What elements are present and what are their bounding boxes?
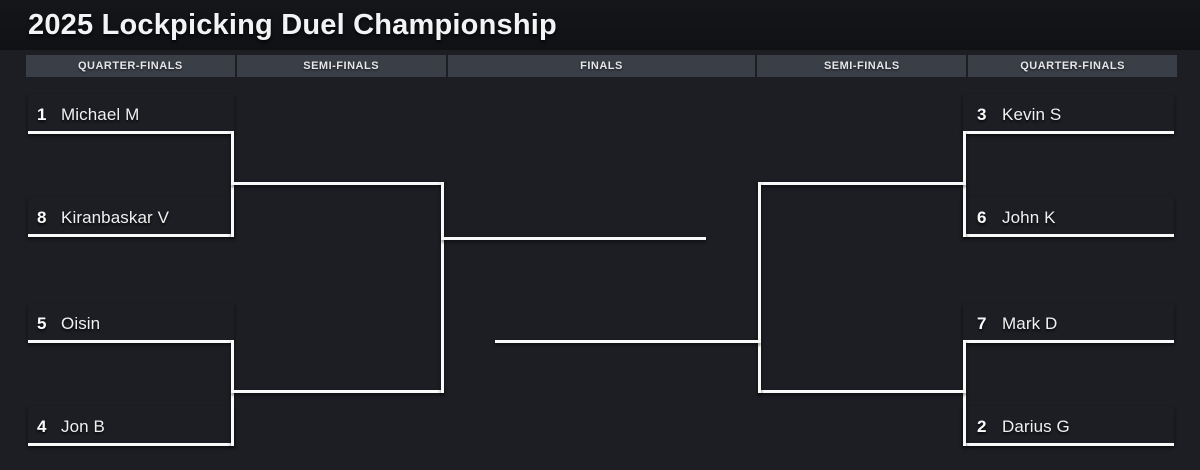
player-slot-jon-b[interactable]: 4 Jon B [28,406,234,446]
round-header-semifinals-right: SEMI-FINALS [757,55,967,77]
seed-number: 8 [37,208,47,227]
round-header-row: QUARTER-FINALS SEMI-FINALS FINALS SEMI-F… [26,55,1177,77]
seed-number: 7 [977,314,987,333]
round-header-quarterfinals-right: QUARTER-FINALS [968,55,1177,77]
seed-number: 2 [977,417,987,436]
title-bar: 2025 Lockpicking Duel Championship [0,0,1200,50]
round-header-finals: FINALS [447,55,756,77]
round-header-quarterfinals-left: QUARTER-FINALS [26,55,235,77]
connector-line-right-qf1-out [758,182,966,185]
player-name: Kevin S [1002,105,1062,124]
player-slot-kiranbaskar-v[interactable]: 8 Kiranbaskar V [28,197,234,237]
player-name: Oisin [61,314,101,333]
connector-line-left-sf-vertical [441,182,444,393]
seed-number: 4 [37,417,47,436]
connector-line-right-qf2-out [758,390,966,393]
player-name: Kiranbaskar V [61,208,170,227]
seed-number: 6 [977,208,987,227]
player-name: Mark D [1002,314,1058,333]
player-slot-mark-d[interactable]: 7 Mark D [963,303,1174,343]
player-slot-kevin-s[interactable]: 3 Kevin S [963,94,1174,134]
round-header-semifinals-left: SEMI-FINALS [236,55,446,77]
player-name: Michael M [61,105,140,124]
finalist-line-right [495,340,761,343]
player-slot-darius-g[interactable]: 2 Darius G [963,406,1174,446]
connector-line-left-qf1-out [231,182,444,185]
connector-line-right-sf-vertical [758,182,761,393]
player-slot-john-k[interactable]: 6 John K [963,197,1174,237]
seed-number: 3 [977,105,987,124]
finalist-line-left [441,237,706,240]
player-slot-oisin[interactable]: 5 Oisin [28,303,234,343]
connector-line-right-qf2-vertical [963,340,966,446]
player-name: John K [1002,208,1056,227]
connector-line-left-qf2-vertical [231,340,234,446]
connector-line-left-qf2-out [231,390,444,393]
player-name: Darius G [1002,417,1070,436]
seed-number: 5 [37,314,47,333]
player-name: Jon B [61,417,105,436]
seed-number: 1 [37,105,47,124]
page-title: 2025 Lockpicking Duel Championship [28,8,557,41]
player-slot-michael-m[interactable]: 1 Michael M [28,94,234,134]
